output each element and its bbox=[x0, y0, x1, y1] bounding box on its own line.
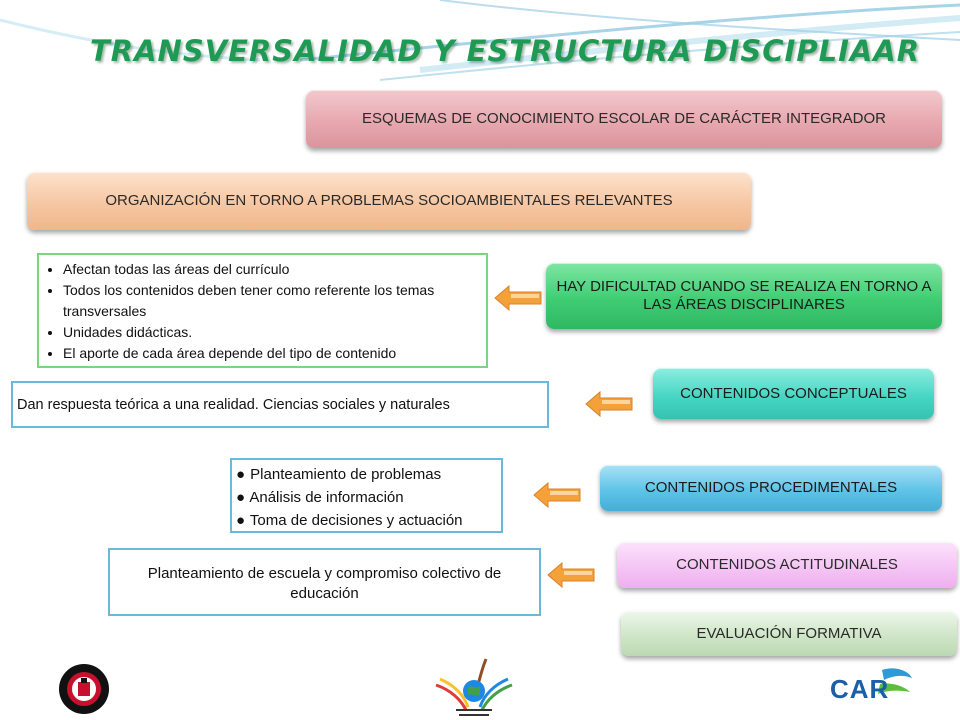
car-logo-icon: CAR bbox=[822, 664, 914, 708]
left-arrow-icon bbox=[547, 561, 595, 589]
university-seal-icon bbox=[59, 664, 109, 714]
list-item: Unidades didácticas. bbox=[63, 322, 486, 343]
list-item: ● Planteamiento de problemas bbox=[236, 466, 442, 483]
contenidos-conceptuales-box: CONTENIDOS CONCEPTUALES bbox=[653, 368, 934, 419]
page-title: TRANSVERSALIDAD Y ESTRUCTURA DISCIPLIAAR bbox=[90, 34, 921, 68]
actitudinales-note: Planteamiento de escuela y compromiso co… bbox=[108, 548, 541, 616]
consultorio-ambiental-logo-icon bbox=[435, 658, 513, 716]
contenidos-actitudinales-box: CONTENIDOS ACTITUDINALES bbox=[617, 542, 957, 588]
list-item: ● Toma de decisiones y actuación bbox=[236, 512, 463, 529]
organizacion-box: ORGANIZACIÓN EN TORNO A PROBLEMAS SOCIOA… bbox=[27, 172, 751, 230]
list-item: El aporte de cada área depende del tipo … bbox=[63, 343, 486, 364]
list-item: ● Análisis de información bbox=[236, 489, 404, 506]
procedimentales-notes: ● Planteamiento de problemas ● Análisis … bbox=[230, 458, 503, 533]
header-swoosh-decoration bbox=[0, 0, 960, 81]
left-arrow-icon bbox=[533, 481, 581, 509]
esquemas-box: ESQUEMAS DE CONOCIMIENTO ESCOLAR DE CARÁ… bbox=[306, 90, 942, 148]
list-item: Todos los contenidos deben tener como re… bbox=[63, 280, 486, 322]
evaluacion-formativa-box: EVALUACIÓN FORMATIVA bbox=[621, 611, 957, 656]
dificultad-box: HAY DIFICULTAD CUANDO SE REALIZA EN TORN… bbox=[546, 263, 942, 329]
left-arrow-icon bbox=[585, 390, 633, 418]
contenidos-procedimentales-box: CONTENIDOS PROCEDIMENTALES bbox=[600, 465, 942, 511]
car-logo-text: CAR bbox=[830, 674, 890, 704]
list-item: Afectan todas las áreas del currículo bbox=[63, 259, 486, 280]
dificultad-notes: Afectan todas las áreas del currículo To… bbox=[37, 253, 488, 368]
left-arrow-icon bbox=[494, 284, 542, 312]
conceptuales-note: Dan respuesta teórica a una realidad. Ci… bbox=[11, 381, 549, 428]
